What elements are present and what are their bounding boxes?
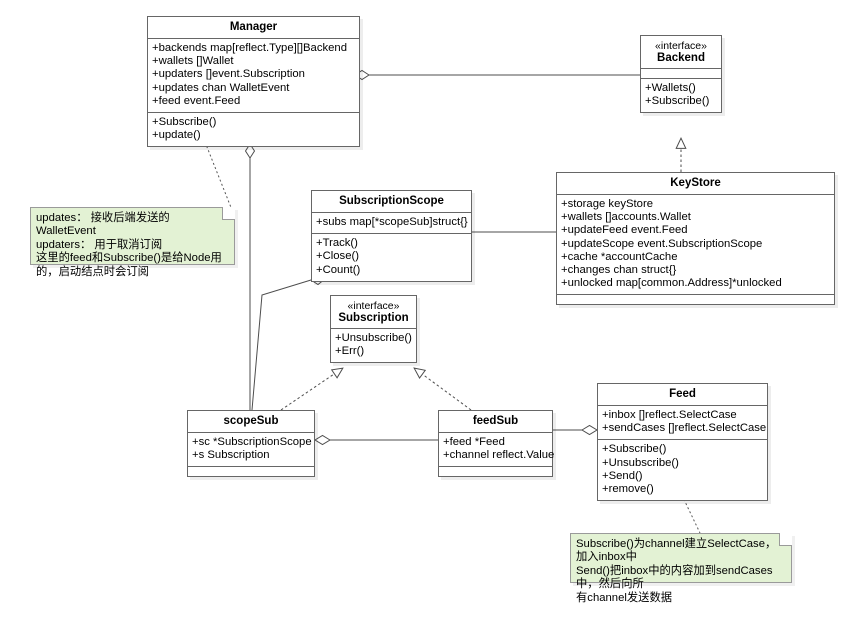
class-feed-title: Feed	[669, 388, 696, 400]
method-row: +Send()	[602, 469, 643, 482]
class-scope-sub-methods	[188, 467, 314, 476]
note-feed[interactable]: Subscribe()为channel建立SelectCase，加入inbox中…	[570, 533, 792, 604]
divider	[641, 78, 721, 79]
attribute-row: +feed *Feed	[443, 436, 505, 448]
class-feed-sub-attributes: +feed *Feed +channel reflect.Value	[439, 433, 555, 466]
class-subscription-scope-attributes: +subs map[*scopeSub]struct{}	[312, 213, 471, 233]
attribute-row: +storage keyStore	[561, 198, 653, 210]
divider	[188, 466, 314, 468]
attribute-row: +sendCases []reflect.SelectCase	[602, 422, 767, 435]
attribute-row: +updateFeed event.Feed	[561, 224, 688, 237]
attribute-row: +channel reflect.Value	[443, 449, 555, 462]
edge-scopesub-subscription	[280, 367, 344, 411]
class-scope-sub-attributes: +sc *SubscriptionScope +s Subscription	[188, 433, 314, 466]
divider	[598, 439, 767, 441]
class-backend-attributes	[641, 69, 721, 78]
attribute-row: +inbox []reflect.SelectCase	[602, 409, 737, 421]
class-backend-header: «interface» Backend	[641, 36, 721, 68]
class-subscription-scope-methods: +Track() +Close() +Count()	[312, 234, 471, 281]
method-row: +Track()	[316, 237, 358, 250]
class-backend-stereotype: «interface»	[655, 40, 707, 52]
method-row: +Close()	[316, 250, 360, 263]
attribute-row: +updaters []event.Subscription	[152, 68, 305, 81]
note-manager[interactable]: updates： 接收后端发送的WalletEvent updaters： 用于…	[30, 207, 235, 278]
attribute-row: +cache *accountCache	[561, 250, 678, 263]
attribute-row: +wallets []Wallet	[152, 55, 234, 68]
method-row: +Subscribe()	[602, 443, 667, 456]
class-feed[interactable]: Feed +inbox []reflect.SelectCase +sendCa…	[597, 383, 768, 502]
class-manager[interactable]: Manager +backends map[reflect.Type][]Bac…	[147, 16, 360, 148]
method-row: +remove()	[602, 483, 654, 496]
divider	[598, 405, 767, 406]
note-feed-text: Subscribe()为channel建立SelectCase，加入inbox中…	[576, 538, 777, 604]
method-row: +Err()	[335, 345, 365, 358]
class-subscription-stereotype: «interface»	[347, 300, 400, 312]
divider	[312, 212, 471, 213]
divider	[641, 68, 721, 69]
divider	[331, 328, 416, 329]
method-row: +update()	[152, 129, 201, 142]
class-manager-methods: +Subscribe() +update()	[148, 113, 359, 146]
edge-manager-scopesub	[244, 143, 256, 410]
class-subscription-title: Subscription	[338, 312, 409, 324]
class-scope-sub[interactable]: scopeSub +sc *SubscriptionScope +s Subsc…	[187, 410, 315, 478]
class-feed-sub-methods	[439, 467, 552, 476]
attribute-row: +changes chan struct{}	[561, 264, 677, 277]
method-row: +Subscribe()	[645, 95, 710, 108]
attribute-row: +updates chan WalletEvent	[152, 81, 290, 94]
attribute-row: +s Subscription	[192, 449, 270, 462]
method-row: +Unsubscribe()	[602, 456, 679, 469]
class-feed-sub[interactable]: feedSub +feed *Feed +channel reflect.Val…	[438, 410, 555, 478]
class-feed-attributes: +inbox []reflect.SelectCase +sendCases […	[598, 406, 767, 439]
edge-manager-backend	[354, 69, 640, 81]
class-manager-attributes: +backends map[reflect.Type][]Backend +wa…	[148, 39, 359, 112]
attribute-row: +wallets []accounts.Wallet	[561, 211, 691, 224]
divider	[439, 466, 552, 468]
class-manager-title: Manager	[229, 21, 278, 33]
divider	[557, 194, 834, 195]
class-subscription-scope-title: SubscriptionScope	[339, 195, 444, 207]
divider	[148, 112, 359, 114]
method-row: +Subscribe()	[152, 116, 217, 129]
class-keystore-title: KeyStore	[670, 177, 721, 189]
edge-feedsub-subscription	[413, 367, 472, 411]
divider	[312, 233, 471, 235]
class-keystore-methods	[557, 295, 834, 304]
attribute-row: +unlocked map[common.Address]*unlocked	[561, 277, 782, 290]
class-subscription-scope[interactable]: SubscriptionScope +subs map[*scopeSub]st…	[311, 190, 472, 282]
edge-manager-note	[204, 141, 233, 211]
class-backend-title: Backend	[657, 52, 705, 64]
class-subscription-methods: +Unsubscribe() +Err()	[331, 329, 416, 362]
divider	[148, 38, 359, 39]
method-row: +Count()	[316, 263, 361, 276]
class-backend[interactable]: «interface» Backend +Wallets() +Subscrib…	[640, 35, 722, 114]
class-scope-sub-title: scopeSub	[223, 415, 279, 427]
divider	[439, 432, 552, 433]
class-subscription-header: «interface» Subscription	[331, 296, 416, 328]
note-fold-corner-icon	[222, 207, 235, 220]
method-row: +Wallets()	[645, 82, 696, 94]
class-keystore[interactable]: KeyStore +storage keyStore +wallets []ac…	[556, 172, 835, 306]
edge-subscriptionscope-scopesub	[251, 274, 326, 411]
attribute-row: +feed event.Feed	[152, 94, 241, 107]
divider	[188, 432, 314, 433]
class-feed-sub-title: feedSub	[472, 415, 519, 427]
attribute-row: +subs map[*scopeSub]struct{}	[316, 216, 468, 228]
edge-feed-feedsub	[553, 424, 598, 436]
class-keystore-attributes: +storage keyStore +wallets []accounts.Wa…	[557, 195, 834, 294]
class-feed-methods: +Subscribe() +Unsubscribe() +Send() +rem…	[598, 440, 767, 500]
edge-scopesub-feedsub	[314, 434, 438, 446]
note-fold-corner-icon	[779, 533, 792, 546]
attribute-row: +backends map[reflect.Type][]Backend	[152, 42, 347, 54]
class-subscription[interactable]: «interface» Subscription +Unsubscribe() …	[330, 295, 417, 364]
divider	[557, 294, 834, 296]
attribute-row: +updateScope event.SubscriptionScope	[561, 237, 763, 250]
attribute-row: +sc *SubscriptionScope	[192, 436, 312, 448]
class-backend-methods: +Wallets() +Subscribe()	[641, 79, 721, 112]
note-manager-text: updates： 接收后端发送的WalletEvent updaters： 用于…	[36, 212, 222, 278]
method-row: +Unsubscribe()	[335, 332, 412, 344]
